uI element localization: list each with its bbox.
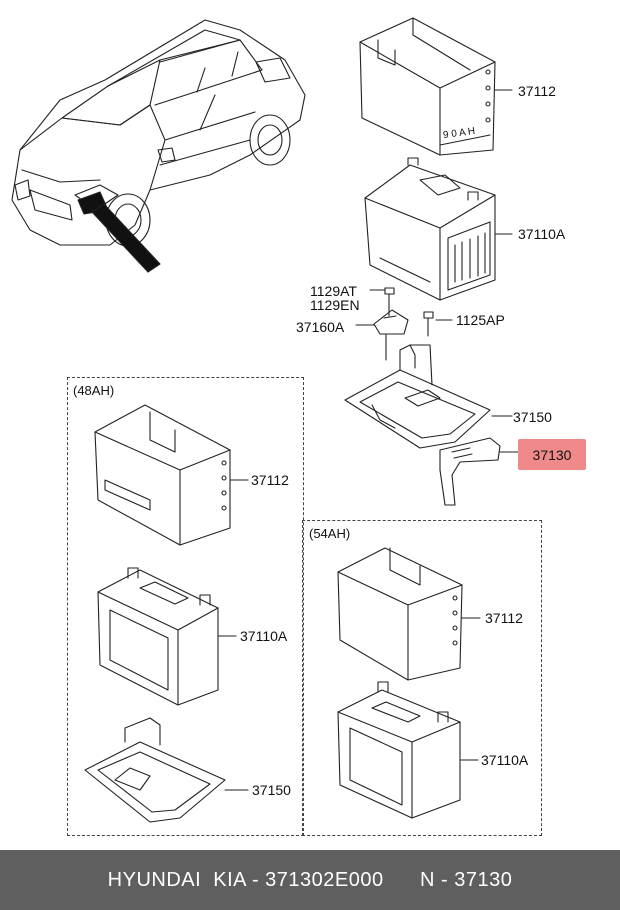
footer-spacer [384, 869, 420, 892]
label-bolt-b: 1129EN [310, 297, 360, 313]
group-48ah-title: (48AH) [73, 383, 115, 398]
parts-diagram [11, 17, 519, 823]
label-48ah-case: 37112 [251, 472, 289, 488]
group-48ah-art [84, 404, 249, 823]
label-bracket: 37160A [296, 319, 345, 335]
battery-tray-top [344, 344, 519, 506]
vehicle-illustration [11, 19, 306, 273]
battery-top [364, 157, 513, 301]
highlighted-part-label: 37130 [518, 439, 586, 470]
group-54ah-box [302, 520, 542, 836]
label-48ah-battery: 37110A [240, 628, 288, 644]
label-top-battery: 37110A [518, 226, 566, 242]
battery-case-top [359, 17, 513, 156]
label-bolt-c: 1125AP [456, 312, 505, 328]
bolts-bracket [355, 287, 453, 361]
group-54ah-art [337, 547, 481, 819]
label-tray: 37150 [513, 409, 552, 425]
label-54ah-battery: 37110A [481, 752, 529, 768]
group-54ah-title: (54AH) [309, 526, 351, 541]
label-bolt-a: 1129AT [310, 283, 357, 299]
label-top-case: 37112 [518, 83, 556, 99]
group-48ah-box [67, 377, 304, 836]
label-54ah-case: 37112 [485, 610, 523, 626]
footer-reference-number: N - 37130 [419, 868, 513, 891]
label-48ah-tray: 37150 [252, 782, 291, 798]
footer-bar: HYUNDAI KIA - 371302E000 N - 37130 [0, 850, 620, 910]
footer-brand-part-number: HYUNDAI KIA - 371302E000 [107, 868, 384, 891]
